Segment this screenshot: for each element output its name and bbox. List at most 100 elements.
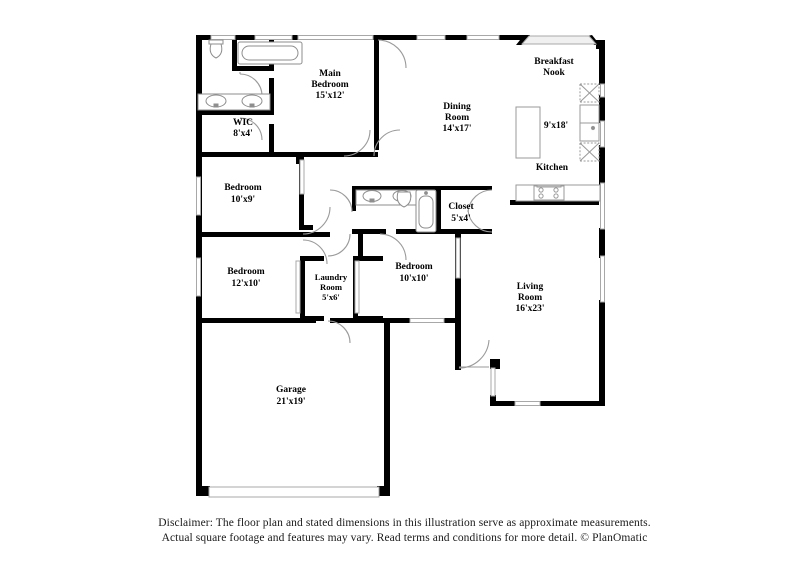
master-tub-inner — [241, 45, 299, 61]
wall-top-g — [498, 35, 524, 40]
window-bedroom1 — [196, 176, 201, 216]
kitchen-fixtures — [515, 83, 601, 202]
window-bedroom3-bottom — [409, 318, 445, 323]
kitchen-range — [533, 185, 565, 201]
wall-garage-bottom-right — [377, 486, 390, 496]
wall-top-b — [234, 35, 256, 40]
window-dining-a — [416, 35, 446, 40]
door-leaf-laundry-right — [354, 260, 360, 314]
wall-bedroom3-right-b — [455, 316, 461, 370]
window-bedroom2 — [196, 257, 201, 297]
wall-garage-right — [384, 320, 390, 492]
label-kitchen-dims: 9'x18' — [544, 121, 568, 131]
door-arc-laundry-top — [327, 233, 351, 257]
wall-right-e — [599, 300, 605, 406]
wall-kitchen-bottom — [510, 200, 599, 205]
label-living-line1: Living — [517, 282, 544, 292]
wall-laundry-top-left — [300, 256, 324, 261]
windows — [196, 35, 605, 498]
kitchen-counter-a — [579, 104, 600, 124]
wall-bath2-left — [352, 188, 356, 210]
master-toilet-tank — [208, 39, 224, 45]
window-entry-sidelight — [490, 367, 496, 397]
label-dining-line2: Room — [445, 113, 469, 123]
label-closet-dims: 5'x4' — [451, 214, 471, 224]
label-dining-line1: Dining — [443, 102, 471, 112]
label-breakfast-line2: Nook — [543, 68, 565, 78]
label-bedroom-12x10-dims: 12'x10' — [231, 279, 260, 289]
master-toilet-bowl — [209, 43, 223, 59]
wall-top-d — [372, 35, 394, 40]
wall-bath2-top — [352, 186, 436, 190]
door-leaf-hall — [455, 237, 461, 279]
label-main-bedroom-line1: Main — [319, 69, 341, 79]
door-arc-entry — [458, 339, 490, 369]
door-arc-mainbed-b — [373, 129, 401, 157]
wall-bay-left — [516, 35, 530, 45]
wall-bath2-left-b — [352, 206, 356, 211]
label-garage: Garage — [276, 385, 306, 395]
wall-wic-right — [269, 124, 274, 154]
disclaimer-line-1: Disclaimer: The floor plan and stated di… — [158, 517, 651, 529]
door-arc-mainbed-top — [377, 39, 407, 69]
door-leaves — [295, 159, 461, 314]
wall-top-c — [291, 35, 299, 40]
label-main-bedroom-dims: 15'x12' — [315, 91, 344, 101]
disclaimer: Disclaimer: The floor plan and stated di… — [0, 516, 809, 546]
wall-bath2-bottom-left — [352, 229, 386, 234]
wall-hall-stub — [296, 155, 301, 164]
wall-closet-top — [436, 186, 492, 190]
wall-entry-jog-down — [490, 395, 496, 406]
window-breakfast-bay — [520, 35, 598, 45]
label-living-dims: 16'x23' — [515, 304, 544, 314]
wall-hall-vert — [358, 234, 363, 258]
wall-living-bottom-left — [495, 401, 517, 406]
window-living-a — [600, 182, 605, 230]
kitchen-sink-fixture — [590, 125, 596, 131]
kitchen-burner-3 — [538, 193, 544, 199]
label-laundry-line1: Laundry — [315, 272, 348, 282]
wall-mbath-bottom — [196, 110, 274, 115]
window-main-bedroom — [297, 35, 374, 40]
door-arc-bath2 — [329, 189, 353, 213]
wall-wic-bottom — [196, 152, 274, 157]
disclaimer-line-2: Actual square footage and features may v… — [161, 532, 648, 544]
wall-top-a — [196, 35, 212, 40]
kitchen-burner-1 — [538, 187, 544, 193]
label-laundry-dims: 5'x6' — [322, 292, 340, 302]
room-labels: Main Bedroom 15'x12' WIC 8'x4' Bedroom 1… — [224, 57, 574, 407]
wall-entry-jog-corner — [490, 359, 500, 369]
hall-tub-faucet — [424, 191, 428, 195]
door-arc-laundry-bottom — [327, 320, 351, 344]
wall-laundry-bottom-right — [353, 316, 383, 321]
kitchen-burner-4 — [553, 193, 559, 199]
wall-bedroom2-bottom — [196, 318, 316, 323]
master-faucet-right — [249, 103, 255, 108]
window-master-tub — [254, 35, 293, 40]
label-garage-dims: 21'x19' — [276, 397, 305, 407]
hall-tub-inner — [418, 195, 434, 229]
wall-dining-bottom-a — [441, 229, 461, 234]
wall-top-e — [394, 35, 418, 40]
door-arcs — [239, 39, 493, 369]
label-bedroom-12x10: Bedroom — [227, 267, 264, 277]
kitchen-island — [515, 106, 541, 159]
wall-garage-bottom-left — [196, 486, 210, 496]
kitchen-counter-b — [579, 122, 600, 142]
window-dining-b — [466, 35, 500, 40]
wall-bedroom1-bottom — [196, 232, 330, 237]
wall-closet-left — [436, 186, 441, 234]
hall-toilet-spacer — [399, 189, 405, 191]
wall-mbath-right — [269, 78, 274, 114]
label-living-line2: Room — [518, 293, 542, 303]
wall-laundry-left — [300, 256, 305, 321]
wall-right-b — [599, 95, 605, 123]
door-leaf-laundry-left — [295, 260, 301, 314]
kitchen-burner-2 — [553, 187, 559, 193]
wall-right-d — [599, 228, 605, 258]
kitchen-range-back — [536, 184, 562, 188]
window-living-b — [600, 255, 605, 303]
label-wic: WIC — [233, 118, 253, 128]
label-main-bedroom-line2: Bedroom — [311, 80, 348, 90]
